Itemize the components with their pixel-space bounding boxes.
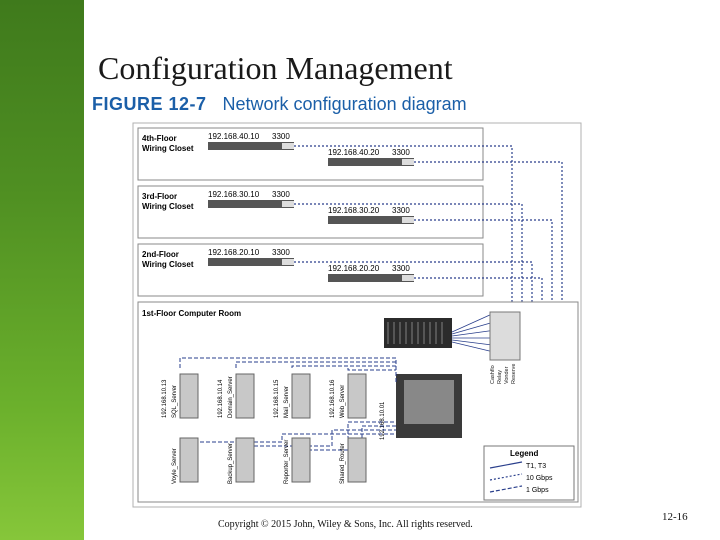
server-name: Reporter_Server bbox=[284, 440, 290, 484]
figure-caption: FIGURE 12-7 Network configuration diagram bbox=[92, 94, 467, 115]
switch2-ip: 192.168.40.20 bbox=[328, 148, 380, 157]
server-ip: 192.168.10.14 bbox=[218, 379, 224, 418]
switch1-ip: 192.168.20.10 bbox=[208, 248, 260, 257]
switch-port bbox=[402, 159, 414, 165]
floor-box bbox=[137, 127, 484, 181]
floor-sub: Wiring Closet bbox=[142, 260, 194, 269]
switch-port bbox=[402, 275, 414, 281]
server-name: Voyle_Server bbox=[172, 448, 178, 484]
cable bbox=[414, 161, 563, 312]
switch1-ip: 192.168.40.10 bbox=[208, 132, 260, 141]
server-tower bbox=[347, 373, 367, 419]
floor-closet-4th: 4th-Floor Wiring Closet 192.168.40.10 33… bbox=[137, 127, 484, 181]
equipment-rack bbox=[489, 311, 521, 361]
server-name: Shared_Router bbox=[340, 443, 346, 484]
switch-port bbox=[282, 259, 294, 265]
rack-label: Relay bbox=[497, 370, 503, 384]
server-ip: 192.168.10.13 bbox=[162, 379, 168, 418]
floor-name: 4th-Floor bbox=[142, 134, 177, 143]
switch-port bbox=[282, 143, 294, 149]
switch-device bbox=[328, 274, 414, 282]
server-name: Backup_Server bbox=[228, 443, 234, 484]
rack-labels: Cashflo Relay Vonder Reserve bbox=[490, 364, 517, 384]
legend-label: 1 Gbps bbox=[526, 487, 549, 494]
patch-panel-ports bbox=[387, 322, 443, 344]
page-number: 12-16 bbox=[662, 511, 688, 523]
legend-label: 10 Gbps bbox=[526, 475, 553, 482]
server-sql: 192.168.10.13 SQL_Server bbox=[162, 373, 199, 419]
legend-line-dotted bbox=[489, 473, 523, 481]
legend: Legend T1, T3 10 Gbps 1 Gbps bbox=[483, 445, 575, 501]
figure-number: FIGURE 12-7 bbox=[92, 94, 207, 114]
cable bbox=[294, 203, 523, 312]
cable bbox=[294, 145, 513, 312]
switch2-model: 3300 bbox=[392, 264, 410, 273]
room-title: 1st-Floor Computer Room bbox=[142, 309, 241, 318]
switch-port bbox=[282, 201, 294, 207]
switch2-ip: 192.168.20.20 bbox=[328, 264, 380, 273]
core-switch-ip: 192.168.10.01 bbox=[380, 401, 386, 440]
sidebar-accent bbox=[0, 0, 84, 540]
switch-device bbox=[208, 258, 294, 266]
patch-fan bbox=[451, 313, 503, 355]
figure-title: Network configuration diagram bbox=[222, 94, 467, 114]
switch2-ip: 192.168.30.20 bbox=[328, 206, 380, 215]
switch1-model: 3300 bbox=[272, 132, 290, 141]
server-web: 192.168.10.16 Web_Server bbox=[330, 373, 367, 419]
network-diagram: 4th-Floor Wiring Closet 192.168.40.10 33… bbox=[132, 122, 582, 508]
legend-label: T1, T3 bbox=[526, 463, 546, 470]
rack-label: Reserve bbox=[511, 364, 517, 384]
legend-line-dashed bbox=[489, 485, 523, 493]
floor-closet-2nd: 2nd-Floor Wiring Closet 192.168.20.10 33… bbox=[137, 243, 484, 297]
switch2-model: 3300 bbox=[392, 148, 410, 157]
server-mail: 192.168.10.15 Mail_Server bbox=[274, 373, 311, 419]
switch-device bbox=[328, 158, 414, 166]
floor-name: 2nd-Floor bbox=[142, 250, 179, 259]
cable bbox=[414, 277, 543, 312]
server-tower bbox=[179, 373, 199, 419]
legend-title: Legend bbox=[510, 449, 539, 458]
server-name: Mail_Server bbox=[284, 386, 290, 418]
legend-box bbox=[483, 445, 575, 501]
server-tower bbox=[235, 373, 255, 419]
switch1-model: 3300 bbox=[272, 190, 290, 199]
switch2-model: 3300 bbox=[392, 206, 410, 215]
switch-device bbox=[208, 142, 294, 150]
copyright-notice: Copyright © 2015 John, Wiley & Sons, Inc… bbox=[218, 519, 473, 530]
switch1-model: 3300 bbox=[272, 248, 290, 257]
switch-port bbox=[402, 217, 414, 223]
server-tower bbox=[347, 437, 367, 483]
switch1-ip: 192.168.30.10 bbox=[208, 190, 260, 199]
server-shared-router: Shared_Router bbox=[340, 437, 367, 484]
switch-device bbox=[328, 216, 414, 224]
cable bbox=[414, 219, 553, 312]
server-tower bbox=[235, 437, 255, 483]
network-diagram-svg: 4th-Floor Wiring Closet 192.168.40.10 33… bbox=[132, 122, 582, 508]
core-switch-panel bbox=[404, 380, 454, 424]
server-name: Domain_Server bbox=[228, 376, 234, 418]
server-tower bbox=[291, 437, 311, 483]
server-tower bbox=[291, 373, 311, 419]
floor-sub: Wiring Closet bbox=[142, 202, 194, 211]
floor-box bbox=[137, 185, 484, 239]
server-tower bbox=[179, 437, 199, 483]
server-voyle: Voyle_Server bbox=[172, 437, 199, 484]
server-name: Web_Server bbox=[340, 385, 346, 418]
rack-label: Cashflo bbox=[490, 365, 496, 384]
floor-sub: Wiring Closet bbox=[142, 144, 194, 153]
slide-title: Configuration Management bbox=[98, 50, 453, 86]
rack-label: Vonder bbox=[504, 366, 510, 384]
server-name: SQL_Server bbox=[172, 385, 178, 418]
server-ip: 192.168.10.15 bbox=[274, 379, 280, 418]
switch-device bbox=[208, 200, 294, 208]
cable bbox=[294, 261, 533, 312]
floor-name: 3rd-Floor bbox=[142, 192, 177, 201]
server-reporter: Reporter_Server bbox=[284, 437, 311, 484]
floor-closet-3rd: 3rd-Floor Wiring Closet 192.168.30.10 33… bbox=[137, 185, 484, 239]
floor-box bbox=[137, 243, 484, 297]
server-domain: 192.168.10.14 Domain_Server bbox=[218, 373, 255, 419]
server-backup: Backup_Server bbox=[228, 437, 255, 484]
server-ip: 192.168.10.16 bbox=[330, 379, 336, 418]
legend-line-solid bbox=[489, 461, 523, 469]
